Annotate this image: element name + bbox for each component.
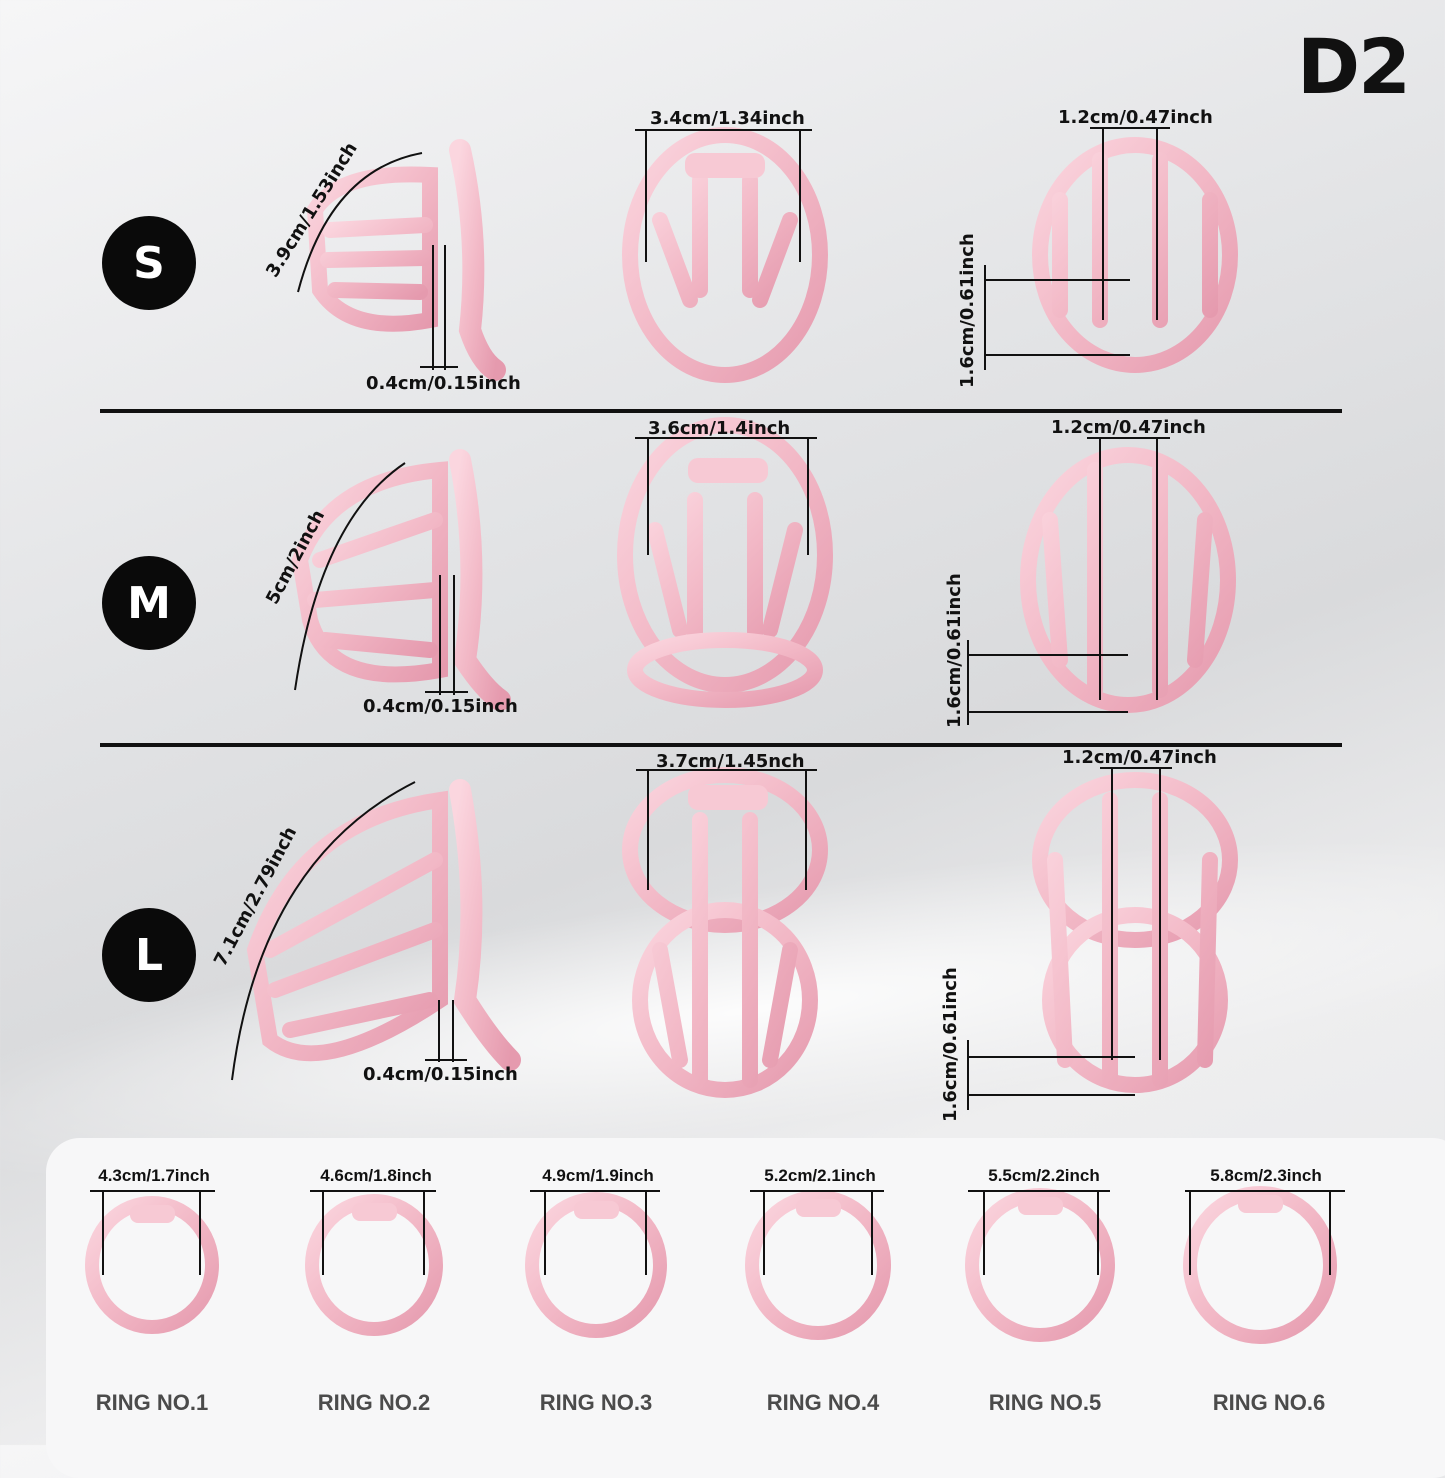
ring-2-size: 4.6cm/1.8inch: [320, 1166, 432, 1185]
s-width: 3.4cm/1.34inch: [650, 108, 805, 129]
s-hole: 1.2cm/0.47inch: [1058, 107, 1213, 128]
cage-m-side: [291, 449, 511, 711]
m-hole: 1.2cm/0.47inch: [1051, 417, 1206, 438]
measurement-lines: [90, 127, 1345, 1275]
ring-1-size: 4.3cm/1.7inch: [98, 1166, 210, 1185]
m-drop: 1.6cm/0.61inch: [944, 573, 965, 728]
m-width: 3.6cm/1.4inch: [648, 418, 791, 439]
size-badge-l: L: [102, 908, 196, 1002]
rings-group: [85, 1186, 1337, 1344]
ring-4-size: 5.2cm/2.1inch: [764, 1166, 876, 1185]
l-width: 3.7cm/1.45nch: [656, 751, 805, 772]
ring-2-name: RING NO.2: [317, 1390, 431, 1415]
l-drop: 1.6cm/0.61inch: [940, 967, 961, 1122]
size-badge-m: M: [102, 556, 196, 650]
ring-1-name: RING NO.1: [95, 1390, 209, 1415]
m-gap: 0.4cm/0.15inch: [363, 696, 518, 717]
cage-s-top: [1032, 137, 1238, 373]
ring-5-size: 5.5cm/2.2inch: [988, 1166, 1100, 1185]
ring-3-size: 4.9cm/1.9inch: [542, 1166, 654, 1185]
row-divider-1: [100, 409, 1342, 413]
cage-l-side: [246, 779, 521, 1071]
cage-l-front: [622, 767, 828, 1098]
row-divider-2: [100, 743, 1342, 747]
ring-3-name: RING NO.3: [539, 1390, 653, 1415]
cage-l-top: [1032, 772, 1238, 1093]
ring-6-size: 5.8cm/2.3inch: [1210, 1166, 1322, 1185]
l-hole: 1.2cm/0.47inch: [1062, 747, 1217, 768]
l-gap: 0.4cm/0.15inch: [363, 1064, 518, 1085]
model-code: D2: [1297, 22, 1411, 111]
product-illustrations: [85, 127, 1345, 1344]
cage-s-side: [306, 139, 506, 381]
ring-5-name: RING NO.5: [988, 1390, 1102, 1415]
cage-m-top: [1020, 447, 1236, 713]
cage-s-front: [622, 127, 828, 383]
ring-4-name: RING NO.4: [766, 1390, 880, 1415]
s-gap: 0.4cm/0.15inch: [366, 373, 521, 394]
ring-6-name: RING NO.6: [1212, 1390, 1326, 1415]
size-badge-s: S: [102, 216, 196, 310]
cage-m-front: [617, 417, 833, 708]
s-drop: 1.6cm/0.61inch: [957, 233, 978, 388]
